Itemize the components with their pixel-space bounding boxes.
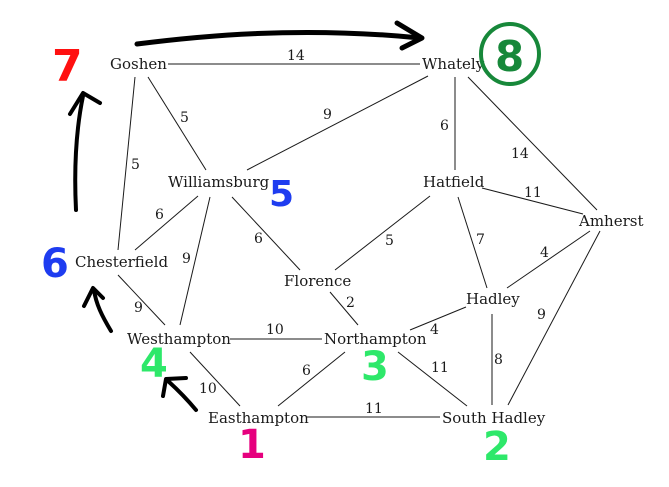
edge-florence-northampton — [329, 291, 359, 326]
town-labels: Goshen Whately Williamsburg Hatfield Amh… — [75, 55, 644, 427]
order-annotations: 1 2 3 4 5 6 7 8 — [41, 22, 541, 470]
weight-easthampton-south-hadley: 11 — [365, 401, 383, 417]
town-hatfield: Hatfield — [423, 173, 485, 191]
edge-williamsburg-westhampton — [179, 196, 211, 326]
arrow-chesterfield-to-goshen-head — [68, 91, 102, 116]
town-goshen: Goshen — [110, 55, 167, 73]
weight-westhampton-easthampton: 10 — [199, 381, 217, 397]
weight-hatfield-amherst: 11 — [524, 185, 542, 201]
weight-williamsburg-chesterfield: 6 — [155, 207, 164, 223]
edge-hatfield-amherst — [481, 187, 584, 215]
order-number-easthampton: 1 — [238, 422, 266, 468]
town-westhampton: Westhampton — [127, 330, 231, 348]
weight-hatfield-florence: 5 — [385, 233, 394, 249]
edge-goshen-williamsburg — [147, 76, 207, 171]
hand-drawn-arrows — [68, 20, 425, 412]
edge-westhampton-easthampton — [189, 351, 241, 407]
weight-northampton-south-hadley: 11 — [431, 360, 449, 376]
arrow-westhampton-to-chesterfield — [92, 288, 113, 333]
arrow-westhampton-to-chesterfield-head — [82, 286, 105, 308]
town-florence: Florence — [284, 272, 351, 290]
arrow-goshen-to-whately-head — [394, 20, 425, 51]
edge-hatfield-hadley — [457, 196, 488, 289]
order-number-goshen: 7 — [52, 41, 83, 92]
edge-hadley-northampton — [409, 306, 467, 331]
weight-whately-williamsburg: 9 — [323, 107, 332, 123]
weight-goshen-williamsburg: 5 — [180, 110, 189, 126]
order-number-northampton: 3 — [361, 344, 389, 390]
town-hadley: Hadley — [466, 290, 520, 308]
edge-chesterfield-westhampton — [117, 274, 166, 326]
town-chesterfield: Chesterfield — [75, 253, 168, 271]
town-whately: Whately — [422, 55, 485, 73]
weight-hadley-northampton: 4 — [430, 322, 439, 338]
weight-whately-hatfield: 6 — [440, 118, 449, 134]
edges — [117, 63, 601, 418]
edge-whately-amherst — [467, 76, 598, 211]
town-northampton: Northampton — [324, 330, 427, 348]
weight-amherst-south-hadley: 9 — [537, 307, 546, 323]
order-number-westhampton: 4 — [140, 341, 168, 387]
town-williamsburg: Williamsburg — [168, 173, 270, 191]
weight-northampton-easthampton: 6 — [302, 363, 311, 379]
edge-amherst-hadley — [506, 230, 591, 289]
edge-williamsburg-florence — [231, 196, 301, 271]
order-number-williamsburg: 5 — [269, 174, 294, 215]
weight-hadley-south-hadley: 8 — [494, 352, 503, 368]
edge-goshen-chesterfield — [117, 76, 136, 251]
weight-williamsburg-florence: 6 — [254, 231, 263, 247]
weight-whately-amherst: 14 — [511, 146, 529, 162]
weight-goshen-chesterfield: 5 — [131, 157, 140, 173]
arrow-easthampton-to-westhampton — [166, 379, 198, 412]
weight-hatfield-hadley: 7 — [476, 232, 485, 248]
weight-westhampton-northampton: 10 — [266, 322, 284, 338]
town-amherst: Amherst — [578, 212, 644, 230]
town-south-hadley: South Hadley — [442, 409, 546, 427]
weight-williamsburg-westhampton: 9 — [182, 251, 191, 267]
arrow-easthampton-to-westhampton-head — [161, 376, 188, 398]
weight-amherst-hadley: 4 — [540, 245, 549, 261]
edge-weights: 14 5 5 9 6 14 11 6 6 9 5 7 4 9 9 2 4 8 1… — [131, 48, 549, 417]
edge-whately-williamsburg — [246, 75, 429, 171]
edge-northampton-south-hadley — [397, 351, 468, 407]
order-number-chesterfield: 6 — [41, 241, 69, 287]
weight-goshen-whately: 14 — [287, 48, 305, 64]
edge-amherst-south-hadley — [507, 230, 601, 406]
arrow-goshen-to-whately — [134, 29, 423, 47]
order-number-whately: 8 — [495, 32, 524, 81]
weight-florence-northampton: 2 — [346, 295, 355, 311]
edge-williamsburg-chesterfield — [134, 195, 199, 251]
order-number-south-hadley: 2 — [483, 424, 511, 470]
edge-northampton-easthampton — [277, 351, 346, 407]
order-circle-whately — [479, 22, 541, 86]
arrow-chesterfield-to-goshen — [73, 94, 85, 212]
edge-hatfield-florence — [334, 195, 431, 271]
town-easthampton: Easthampton — [208, 409, 309, 427]
weight-chesterfield-westhampton: 9 — [134, 300, 143, 316]
